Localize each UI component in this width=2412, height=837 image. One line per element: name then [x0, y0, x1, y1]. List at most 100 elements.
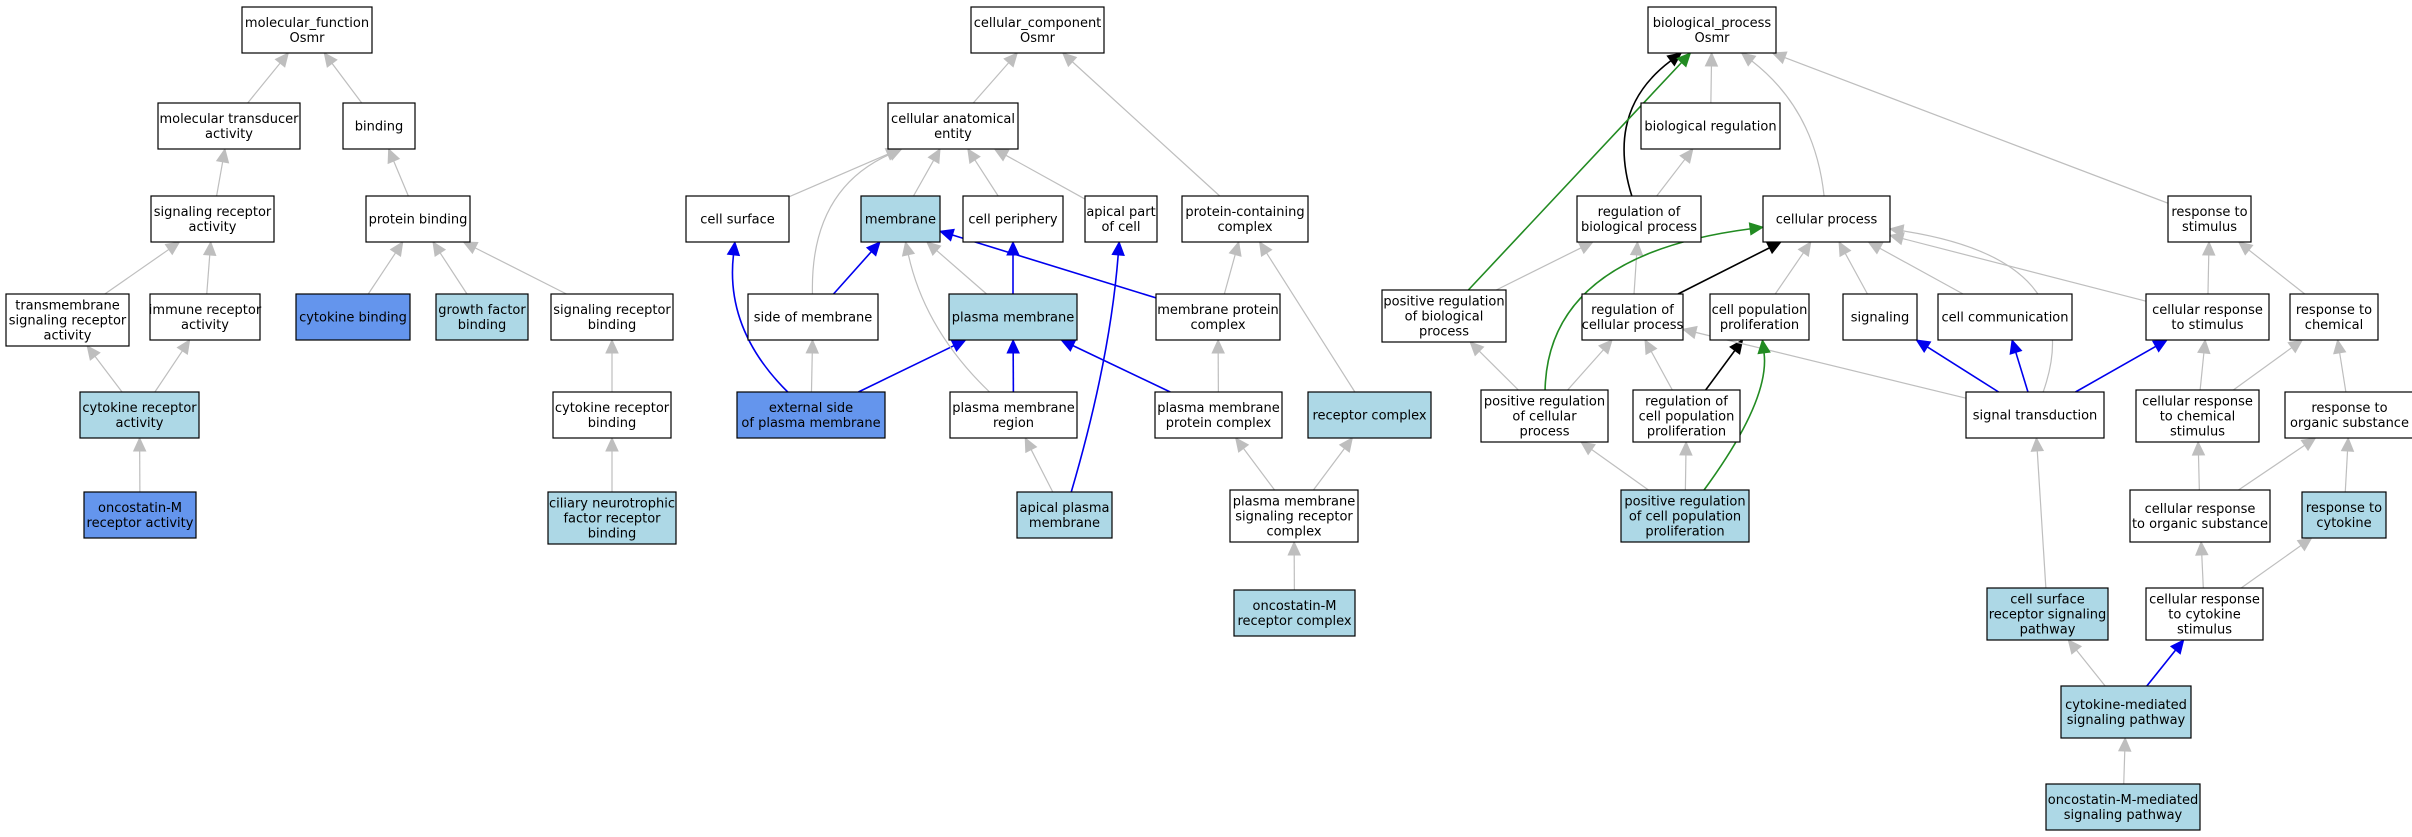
- edge-line: [912, 160, 935, 197]
- node-label-line: Osmr: [1020, 31, 1056, 46]
- node-label-line: oncostatin-M-mediated: [2048, 793, 2199, 808]
- node-label-line: activity: [205, 127, 253, 142]
- edge-line: [2075, 345, 2157, 393]
- node-label-line: Osmr: [289, 31, 325, 46]
- go-term-node-sig-trans[interactable]: signal transduction: [1965, 391, 2105, 439]
- arrowhead: [1228, 240, 1242, 257]
- arrowhead: [1681, 325, 1698, 340]
- arrowhead: [1679, 148, 1694, 164]
- go-term-node-plasma-mem[interactable]: plasma membrane: [948, 293, 1078, 341]
- arrowhead: [2030, 436, 2045, 452]
- arrowhead: [938, 228, 955, 242]
- edge-line: [2201, 554, 2204, 589]
- go-term-node-cell-periphery[interactable]: cell periphery: [962, 195, 1064, 243]
- node-label-line: response to: [2171, 205, 2247, 220]
- go-term-node-cell-proc[interactable]: cellular process: [1762, 195, 1891, 243]
- go-term-node-protein-binding[interactable]: protein binding: [365, 195, 471, 243]
- node-label-line: oncostatin-M: [98, 501, 182, 516]
- go-term-node-cytokine-binding[interactable]: cytokine binding: [295, 293, 411, 341]
- arrowhead: [2333, 338, 2347, 355]
- go-term-node-rec-cx[interactable]: receptor complex: [1307, 391, 1432, 439]
- edge-line: [2123, 750, 2126, 785]
- edge-is-a-cs_rec_sig-to-sig_trans: [2030, 436, 2047, 589]
- edge-line: [972, 62, 1010, 104]
- arrowhead: [2340, 436, 2355, 452]
- arrowhead: [132, 436, 147, 452]
- node-box: [83, 491, 197, 539]
- node-label-line: process: [1520, 425, 1570, 440]
- go-term-node-signaling[interactable]: signaling: [1842, 293, 1918, 341]
- arrowhead: [1765, 241, 1783, 255]
- node-box: [1084, 195, 1158, 243]
- arrowhead: [176, 339, 191, 355]
- node-box: [949, 391, 1078, 439]
- edge-is-a-cyt_med-to-cs_rec_sig: [2067, 639, 2106, 687]
- edge-is-a-cyt_rec_binding-to-sig_rec_binding: [605, 338, 619, 392]
- edge-is-a-pos_reg_cpp-to-pos_reg_cell: [1580, 441, 1649, 491]
- go-term-node-cell-comm[interactable]: cell communication: [1937, 293, 2073, 341]
- node-label-line: receptor complex: [1237, 614, 1351, 629]
- arrowhead: [805, 338, 820, 354]
- go-term-node-binding[interactable]: binding: [342, 102, 416, 150]
- node-box: [342, 102, 416, 150]
- go-term-node-bio-reg[interactable]: biological regulation: [1640, 102, 1781, 150]
- edge-line: [1926, 346, 2000, 393]
- edge-part-of-pm_region-to-plasma_mem: [1006, 338, 1020, 393]
- edge-line: [104, 248, 170, 295]
- go-term-node-side-mem[interactable]: side of membrane: [747, 293, 879, 341]
- edge-part-of-pm_prot_cx-to-plasma_mem: [1060, 339, 1171, 393]
- arrowhead: [1748, 222, 1765, 236]
- edge-line: [788, 153, 889, 198]
- node-label-line: side of membrane: [754, 311, 873, 326]
- node-label-line: signaling receptor: [154, 205, 272, 220]
- go-term-node-membrane[interactable]: membrane: [860, 195, 941, 243]
- node-label-line: protein binding: [369, 213, 468, 228]
- node-label-line: factor receptor: [563, 512, 661, 527]
- node-label-line: response to: [2311, 401, 2387, 416]
- go-term-node-cell-surface[interactable]: cell surface: [685, 195, 790, 243]
- node-label-line: Osmr: [1694, 31, 1730, 46]
- node-label-line: receptor complex: [1312, 409, 1426, 424]
